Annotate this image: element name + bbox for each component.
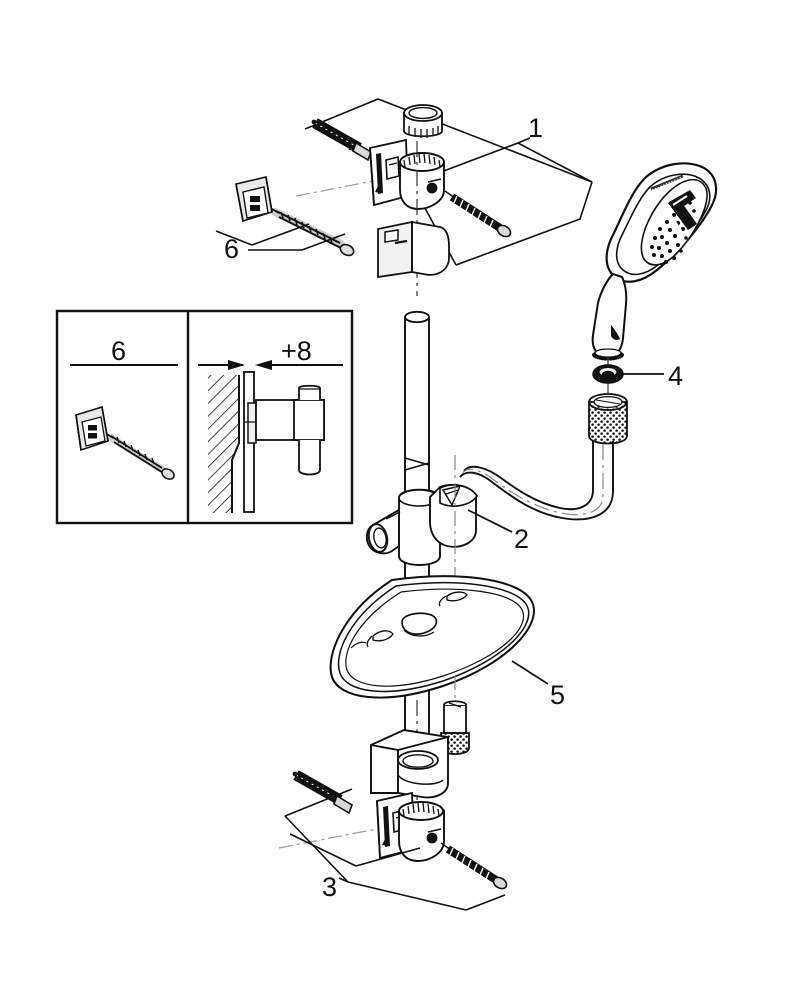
hose-washer [592, 364, 624, 384]
upper-bracket-backplate [369, 138, 409, 207]
callout-label-6: 6 [224, 234, 239, 264]
wall-plug-screw-top [271, 208, 355, 257]
lower-bracket-cover [370, 729, 449, 799]
callout-label-1: 1 [528, 113, 543, 143]
inset-wall [208, 375, 240, 513]
upper-bracket-body [399, 152, 445, 210]
bolt-axis-lower [278, 826, 388, 849]
lower-bracket-body [398, 801, 445, 862]
inset-dimension-arrows [228, 360, 272, 370]
inset-left-caption: 6 [111, 336, 126, 366]
callout-3-leader [284, 788, 506, 911]
callout-5-leader [511, 660, 549, 685]
inset-right-caption: +8 [281, 336, 312, 366]
bolt-axis-upper [295, 174, 405, 197]
upper-bracket-cap [403, 104, 443, 138]
callout-label-4: 4 [668, 361, 683, 391]
shower-hose [459, 441, 614, 521]
callout-label-2: 2 [514, 524, 529, 554]
callout-label-3: 3 [322, 872, 337, 902]
expansion-bolt-upper [311, 118, 372, 162]
inset-wall-plug [75, 405, 109, 452]
soap-dish [329, 575, 535, 699]
callout-label-5: 5 [550, 680, 565, 710]
shower-holder-slider [365, 484, 479, 566]
inset-bracket-block [255, 384, 325, 476]
callout-2-leader [467, 509, 513, 533]
upper-bracket-wood-screw [444, 190, 512, 238]
upper-bracket-cover [377, 220, 450, 279]
expansion-bolt-lower [292, 770, 353, 815]
wall-plug-top [235, 176, 273, 223]
inset-detail-box: 6 +8 [55, 309, 354, 525]
hand-shower [591, 162, 718, 361]
shower-hose-nut [588, 393, 628, 445]
lower-bracket-wood-screw [440, 842, 508, 890]
callout-1-leader-b [517, 137, 531, 144]
inset-screw [106, 433, 175, 480]
hose-centerline [461, 444, 604, 516]
